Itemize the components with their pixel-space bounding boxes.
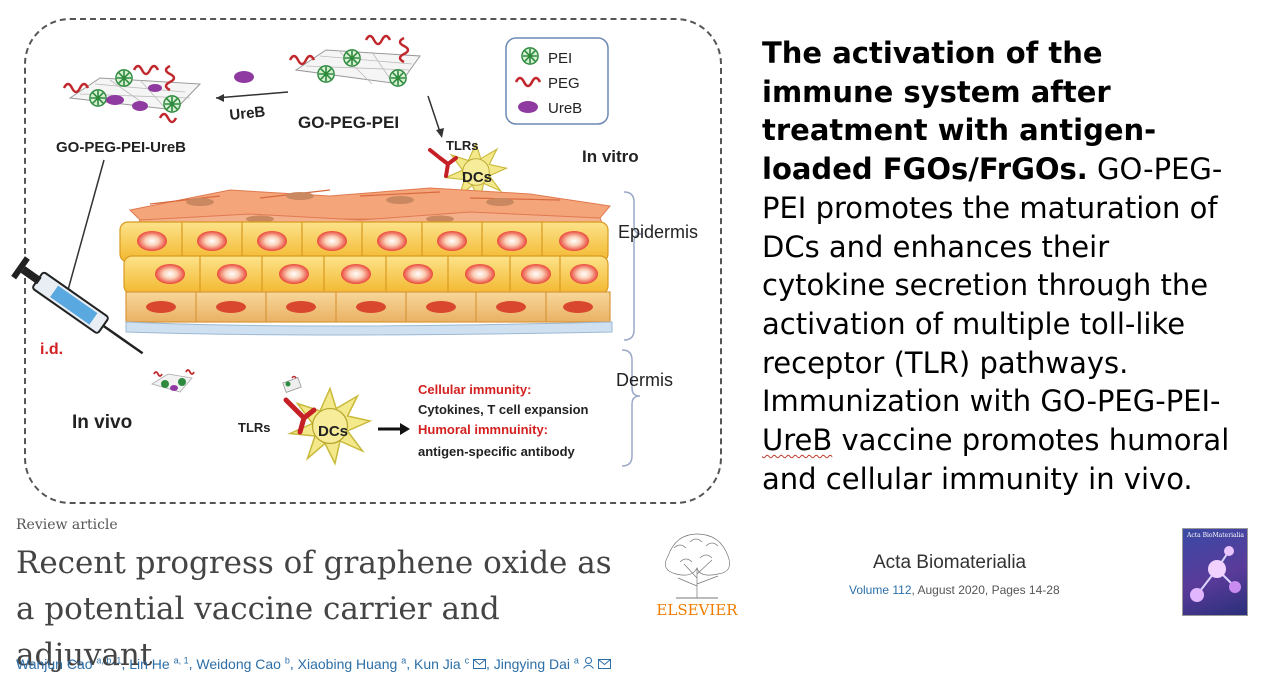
graphical-abstract: PEI PEG UreB GO-PEG-PEI-UreB UreB GO-PEG…	[11, 34, 698, 467]
label-cellular-immunity: Cellular immunity:	[418, 382, 531, 397]
publisher-name[interactable]: ELSEVIER	[656, 601, 738, 619]
tlr-receptor-top	[428, 148, 458, 178]
label-dcs-bottom: DCs	[318, 423, 348, 440]
author-list: Wanjun Cao a, b, 1, Lin He a, 1, Weidong…	[16, 655, 611, 672]
label-in-vivo: In vivo	[72, 412, 132, 433]
author-link[interactable]: Wanjun Cao a, b, 1	[16, 655, 122, 672]
author-link[interactable]: Kun Jia c	[413, 655, 470, 672]
person-icon[interactable]	[582, 656, 594, 669]
syringe-icon	[11, 256, 144, 355]
elsevier-tree-icon	[656, 528, 738, 602]
go-peg-pei-ureb-sheet	[62, 64, 202, 124]
label-cytokines: Cytokines, T cell expansion	[418, 402, 589, 417]
label-dcs-top: DCs	[462, 169, 492, 186]
label-antibody: antigen-specific antibody	[418, 444, 576, 459]
epidermis-row-2	[123, 255, 609, 295]
peg-icon	[514, 76, 542, 88]
author-link[interactable]: Xiaobing Huang a	[297, 655, 407, 672]
summary-heading: The activation of the immune system afte…	[762, 36, 1157, 187]
summary-body-ureb: UreB	[762, 423, 833, 458]
label-in-vitro: In vitro	[582, 147, 639, 166]
label-tlrs-top: TLRs	[446, 138, 479, 153]
author-link[interactable]: Lin He a, 1	[129, 655, 189, 672]
bound-particle	[282, 375, 302, 393]
label-id: i.d.	[40, 341, 63, 358]
label-ureb-arrow: UreB	[229, 103, 267, 124]
journal-volume-link[interactable]: Volume 112	[849, 583, 912, 597]
journal-cover-image[interactable]: Acta BioMaterialia	[1182, 528, 1248, 616]
free-ureb	[234, 71, 254, 83]
legend-label-ureb: UreB	[548, 100, 582, 117]
mail-icon[interactable]	[472, 658, 486, 669]
journal-details: , August 2020, Pages 14-28	[911, 583, 1060, 597]
legend-label-peg: PEG	[548, 75, 580, 92]
label-dermis: Dermis	[616, 370, 673, 390]
journal-cover-title: Acta BioMaterialia	[1187, 532, 1244, 539]
journal-meta: Volume 112, August 2020, Pages 14-28	[849, 583, 1060, 597]
go-peg-pei-sheet	[288, 34, 421, 87]
label-epidermis: Epidermis	[618, 222, 698, 242]
arrow-to-syringe	[67, 159, 105, 291]
summary-text: The activation of the immune system afte…	[762, 34, 1232, 498]
summary-body-part1: GO-PEG-PEI promotes the maturation of DC…	[762, 152, 1223, 419]
summary-body-part2: vaccine promotes humoral and cellular im…	[762, 423, 1230, 496]
tlr-receptor-bottom	[283, 397, 317, 435]
ureb-arrow	[215, 91, 289, 99]
mail-icon[interactable]	[597, 658, 611, 669]
arrow-to-dcs	[427, 95, 441, 133]
journal-cover-art	[1190, 546, 1241, 602]
legend-label-pei: PEI	[548, 50, 572, 67]
article-title: Recent progress of graphene oxide as a p…	[16, 545, 612, 673]
author-link[interactable]: Jingying Dai a	[493, 655, 579, 672]
injected-nanoparticle	[151, 369, 195, 393]
article-type: Review article	[16, 517, 118, 533]
epidermis-row-1	[119, 221, 609, 263]
label-go-peg-pei-ureb: GO-PEG-PEI-UreB	[56, 139, 186, 156]
basal-layer	[125, 291, 613, 336]
label-go-peg-pei: GO-PEG-PEI	[298, 113, 399, 132]
journal-name[interactable]: Acta Biomaterialia	[873, 552, 1027, 573]
label-tlrs-bottom: TLRs	[238, 420, 271, 435]
epidermis-bracket	[623, 191, 643, 341]
ureb-icon	[518, 101, 538, 113]
label-humoral-immunity: Humoral immnuinity:	[418, 422, 548, 437]
author-link[interactable]: Weidong Cao b	[196, 655, 290, 672]
dermis-bracket	[621, 349, 641, 467]
pei-icon	[521, 47, 539, 65]
